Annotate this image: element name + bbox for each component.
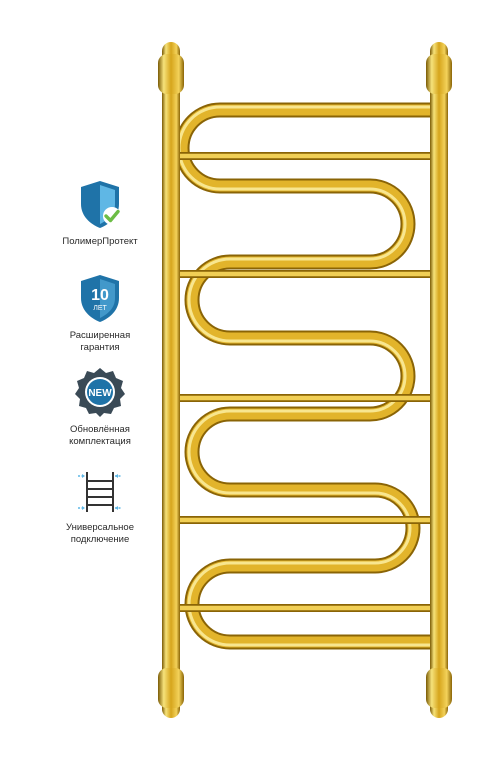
feature-universal-connection: Универсальное подключение: [50, 466, 150, 545]
feature-label: ПолимерПротект: [62, 236, 138, 247]
cross-bars: [176, 152, 442, 612]
towel-rail-image: [158, 42, 452, 718]
feature-label: Универсальное подключение: [65, 522, 134, 545]
wall-mounts: [158, 54, 452, 708]
feature-extended-warranty: 10 ЛЕТ Расширенная гарантия: [50, 272, 150, 353]
new-badge-icon: NEW: [75, 368, 125, 417]
new-text: NEW: [88, 388, 112, 399]
warranty-number: 10: [91, 287, 109, 304]
feature-label: Обновлённая комплектация: [69, 424, 131, 447]
feature-label: Расширенная гарантия: [69, 330, 131, 353]
feature-polymer-protect: ПолимерПротект: [50, 178, 150, 248]
warranty-years: ЛЕТ: [93, 305, 107, 312]
ladder-connection-icon: [78, 472, 122, 512]
left-pipe: [162, 42, 180, 718]
shield-check-icon: [81, 181, 121, 228]
right-pipe: [430, 42, 448, 718]
feature-updated-kit: NEW Обновлённая комплектация: [50, 366, 150, 447]
shield-10-years-icon: 10 ЛЕТ: [81, 275, 119, 322]
